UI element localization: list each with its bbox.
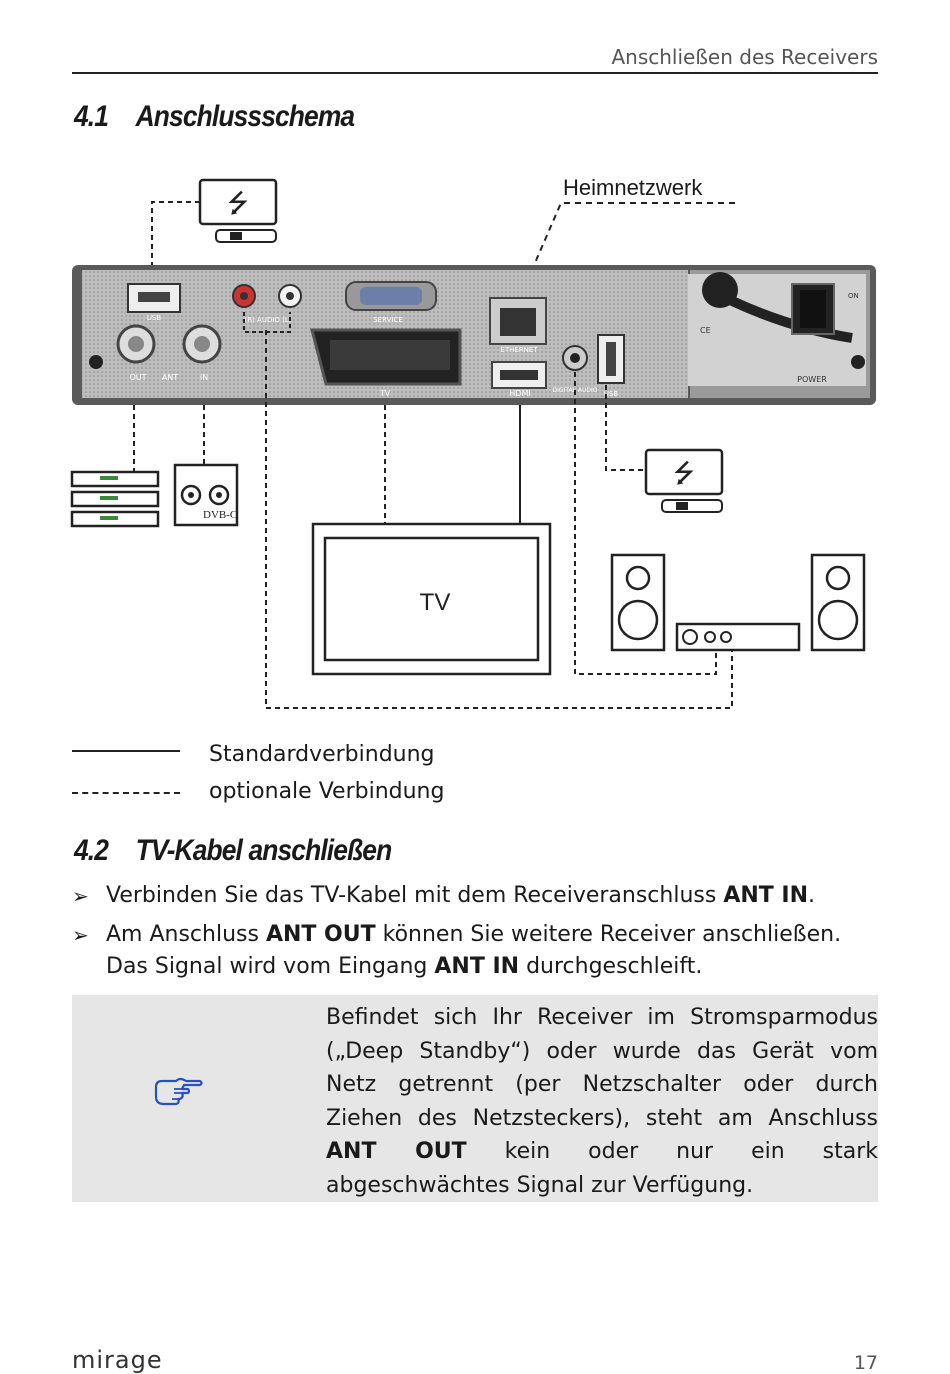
svg-text:ON: ON <box>848 292 859 300</box>
arrow-bullet-icon: ➢ <box>72 923 89 947</box>
receiver-back-panel: USB OUT ANT IN (R) AUDIO (L) SERVICE TV … <box>72 265 876 405</box>
speaker-right-icon <box>810 553 866 652</box>
section-number: 4.2 <box>74 834 109 867</box>
amplifier-icon <box>675 622 801 652</box>
svg-text:⭍: ⭍ <box>227 189 249 219</box>
running-header: Anschließen des Receivers <box>611 45 878 69</box>
legend-dashed-line <box>72 792 180 794</box>
section-number: 4.1 <box>74 100 109 133</box>
bullet-item: ➢ Verbinden Sie das TV-Kabel mit dem Rec… <box>72 880 878 912</box>
svg-text:IN: IN <box>200 373 208 382</box>
usb-stick-icon-bottom: ⭍ <box>644 448 724 513</box>
brand-logo: mirage <box>72 1346 163 1374</box>
section-heading: TV-Kabel anschließen <box>135 834 393 867</box>
tv-label: TV <box>420 589 451 616</box>
svg-text:HDMI: HDMI <box>509 389 530 398</box>
tv-icon: TV <box>311 522 552 676</box>
speaker-left-icon <box>610 553 666 652</box>
pointing-hand-icon <box>154 1077 203 1106</box>
svg-text:POWER: POWER <box>797 375 827 384</box>
svg-text:(R) AUDIO (L): (R) AUDIO (L) <box>244 316 291 324</box>
home-network-label: Heimnetzwerk <box>563 175 703 200</box>
usb-stick-icon-top: ⭍ <box>198 178 278 243</box>
section-title-4-1: 4.1 Anschlussschema <box>74 100 356 134</box>
legend-dashed-label: optionale Verbindung <box>209 779 445 804</box>
legend-solid-label: Standardverbindung <box>209 742 435 767</box>
svg-text:USB: USB <box>147 314 162 322</box>
note-text: Befindet sich Ihr Receiver im Stromsparm… <box>326 1005 878 1198</box>
svg-text:USB: USB <box>604 390 619 398</box>
dvb-c-label: DVB-C <box>203 509 237 521</box>
bullet-item: ➢ Am Anschluss ANT OUT können Sie weiter… <box>72 919 878 983</box>
svg-text:TV: TV <box>379 389 391 398</box>
svg-text:⭍: ⭍ <box>673 459 695 489</box>
section-title-4-2: 4.2 TV-Kabel anschließen <box>74 834 393 868</box>
svg-text:OUT: OUT <box>129 373 146 382</box>
note-box: Befindet sich Ihr Receiver im Stromsparm… <box>72 995 878 1202</box>
legend-solid-line <box>72 750 180 752</box>
arrow-bullet-icon: ➢ <box>72 884 89 908</box>
page-number: 17 <box>853 1352 878 1374</box>
connection-diagram: Heimnetzwerk ⭍ USB OUT ANT IN (R) AUDIO … <box>70 175 876 709</box>
svg-text:SERVICE: SERVICE <box>373 316 403 324</box>
svg-text:CE: CE <box>700 326 711 335</box>
svg-text:ANT: ANT <box>162 373 178 382</box>
receiver-stack-icon <box>70 470 160 528</box>
dvb-c-socket-icon: DVB-C <box>173 463 239 527</box>
svg-text:ETHERNET: ETHERNET <box>500 346 538 354</box>
header-rule <box>72 72 878 74</box>
section-heading: Anschlussschema <box>135 100 356 133</box>
